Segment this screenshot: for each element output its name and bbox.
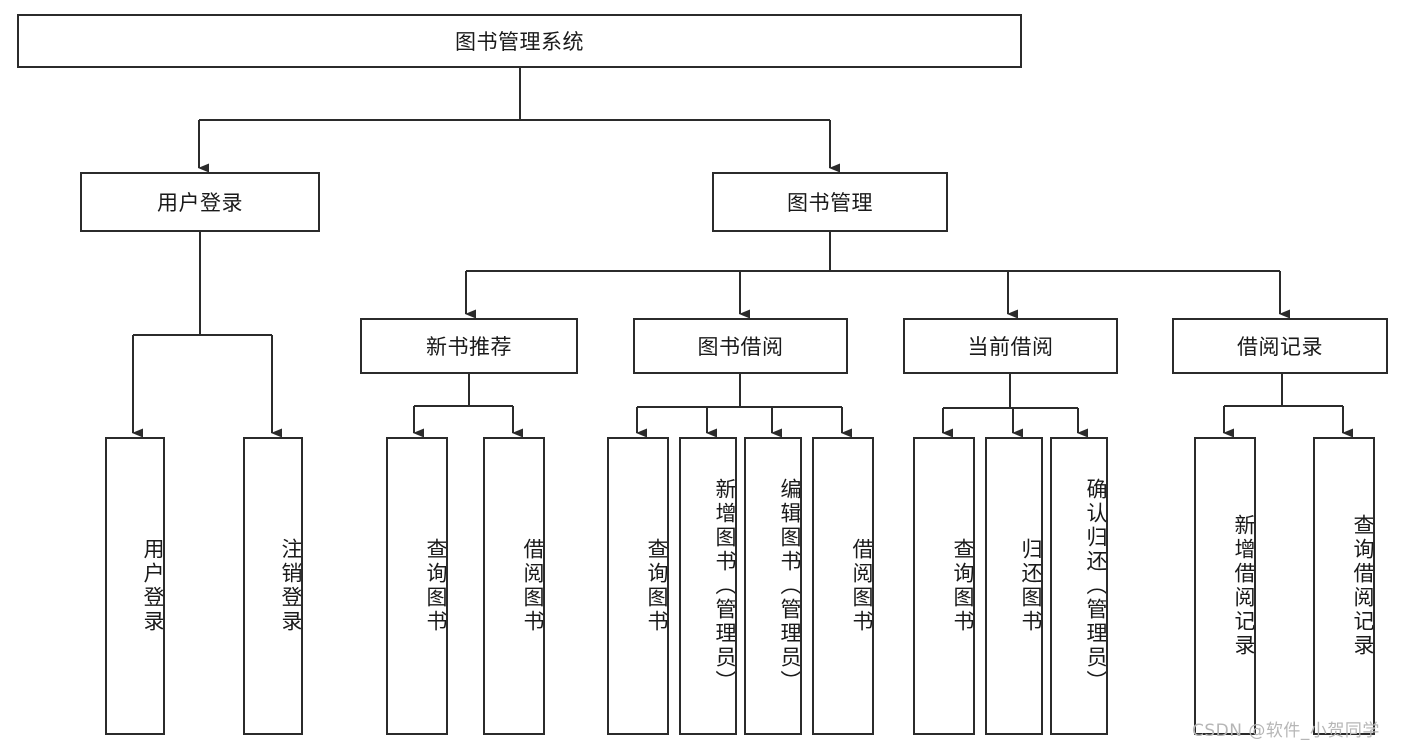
leaf-logout-login[interactable]: 注销登录 (243, 437, 303, 735)
node-new-book-recommendation[interactable]: 新书推荐 (360, 318, 578, 374)
leaf-edit-book[interactable]: 编辑图书（管理员） (744, 437, 802, 735)
leaf-query-book-rec[interactable]: 查询图书 (386, 437, 448, 735)
leaf-return-book[interactable]: 归还图书 (985, 437, 1043, 735)
leaf-query-record[interactable]: 查询借阅记录 (1313, 437, 1375, 735)
node-book-borrowing[interactable]: 图书借阅 (633, 318, 848, 374)
leaf-confirm-return[interactable]: 确认归还（管理员） (1050, 437, 1108, 735)
node-borrowing-records[interactable]: 借阅记录 (1172, 318, 1388, 374)
node-root[interactable]: 图书管理系统 (17, 14, 1022, 68)
leaf-add-book[interactable]: 新增图书（管理员） (679, 437, 737, 735)
node-current-borrowing[interactable]: 当前借阅 (903, 318, 1118, 374)
leaf-query-book-cur[interactable]: 查询图书 (913, 437, 975, 735)
leaf-borrow-book[interactable]: 借阅图书 (812, 437, 874, 735)
leaf-user-login[interactable]: 用户登录 (105, 437, 165, 735)
leaf-query-book-borrow[interactable]: 查询图书 (607, 437, 669, 735)
leaf-add-record[interactable]: 新增借阅记录 (1194, 437, 1256, 735)
node-book-management[interactable]: 图书管理 (712, 172, 948, 232)
leaf-borrow-book-rec[interactable]: 借阅图书 (483, 437, 545, 735)
node-user-login[interactable]: 用户登录 (80, 172, 320, 232)
